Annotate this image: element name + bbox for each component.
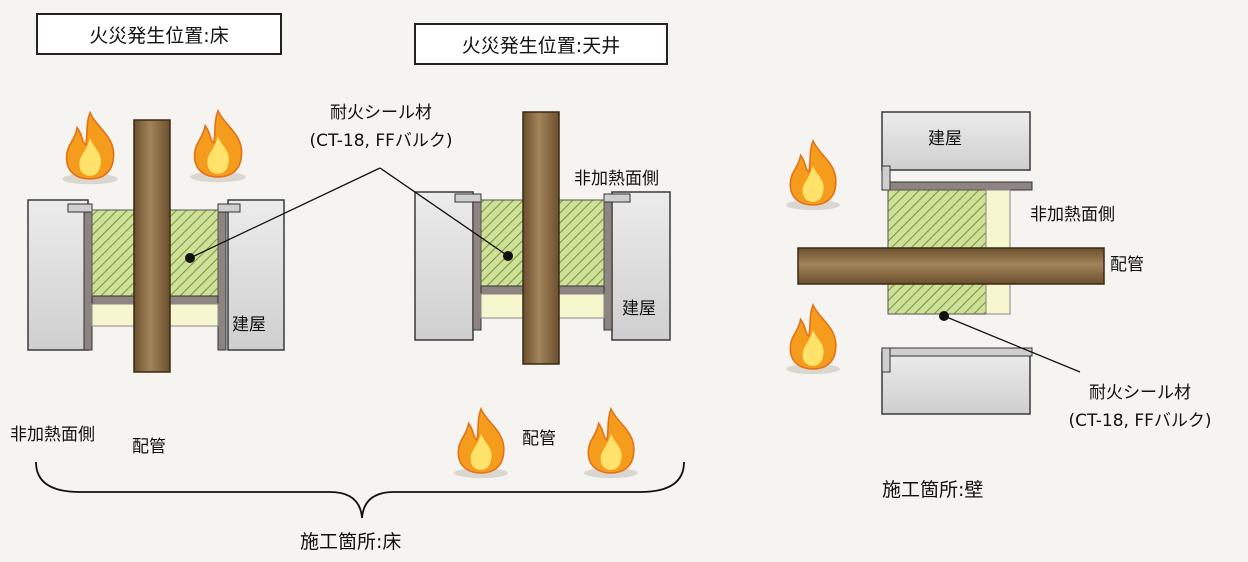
right-leader-line [943, 315, 1081, 373]
left-unheated-label: 非加熱面側 [10, 425, 95, 445]
middle-panel-title: 火災発生位置:天井 [414, 23, 668, 65]
middle-panel-title-text: 火災発生位置:天井 [461, 34, 621, 57]
right-diagram [785, 111, 1105, 415]
mid-sleeve-right [603, 195, 613, 331]
left-leader-line [189, 167, 381, 259]
fire-icon [785, 304, 841, 375]
mid-pipe [522, 111, 560, 365]
right-seal-label-sub: (CT-18, FFバルク) [1068, 410, 1212, 431]
fire-icon [189, 109, 247, 184]
middle-diagram [379, 111, 671, 479]
left-panel-title-text: 火災発生位置:床 [89, 24, 229, 47]
left-sleeve-left [83, 207, 93, 351]
left-sleeve-right [217, 207, 227, 351]
left-pipe [133, 119, 171, 373]
left-leader-dot [185, 253, 195, 263]
right-sleeve-top [885, 181, 1033, 191]
seal-label-sub: (CT-18, FFバルク) [309, 130, 453, 151]
middle-unheated-label: 非加熱面側 [574, 169, 659, 189]
fire-icon [453, 408, 509, 479]
right-pipe [797, 247, 1105, 285]
fire-icon [583, 408, 639, 479]
left-wall-right [227, 199, 285, 351]
right-building-label: 建屋 [928, 129, 962, 149]
mid-leader-dot [503, 251, 513, 261]
right-leader-dot [939, 311, 949, 321]
fire-icon [785, 140, 841, 211]
seal-label-block: 耐火シール材 (CT-18, FFバルク) [286, 103, 476, 151]
mid-sleeve-left [472, 195, 482, 331]
floor-brace [35, 461, 685, 519]
left-wall-left [27, 199, 89, 351]
mid-wall-left [414, 191, 474, 341]
mid-wall-right [611, 191, 671, 341]
wall-caption: 施工箇所:壁 [882, 479, 984, 501]
left-building-label: 建屋 [232, 315, 266, 335]
left-flange-left [67, 203, 93, 213]
floor-caption: 施工箇所:床 [300, 531, 402, 553]
mid-flange-left [454, 193, 482, 203]
left-panel-title: 火災発生位置:床 [36, 13, 282, 55]
right-flange-top [881, 165, 891, 191]
right-seal-label: 耐火シール材 [1089, 383, 1191, 403]
left-flange-right [217, 203, 241, 213]
right-wall-bottom [881, 351, 1031, 415]
middle-building-label: 建屋 [622, 299, 656, 319]
right-seal-label-block: 耐火シール材 (CT-18, FFバルク) [1040, 383, 1240, 431]
right-flange-bottom [881, 347, 891, 373]
left-pipe-label: 配管 [132, 437, 166, 457]
right-pipe-label: 配管 [1110, 255, 1144, 275]
right-wall-top [881, 111, 1031, 171]
right-sleeve-bottom [885, 347, 1033, 357]
right-unheated-label: 非加熱面側 [1030, 205, 1115, 225]
mid-flange-right [603, 193, 631, 203]
left-diagram [27, 109, 381, 373]
fire-icon [61, 111, 119, 186]
mid-leader-line [379, 167, 509, 257]
middle-pipe-label: 配管 [522, 429, 556, 449]
seal-label: 耐火シール材 [330, 103, 432, 123]
